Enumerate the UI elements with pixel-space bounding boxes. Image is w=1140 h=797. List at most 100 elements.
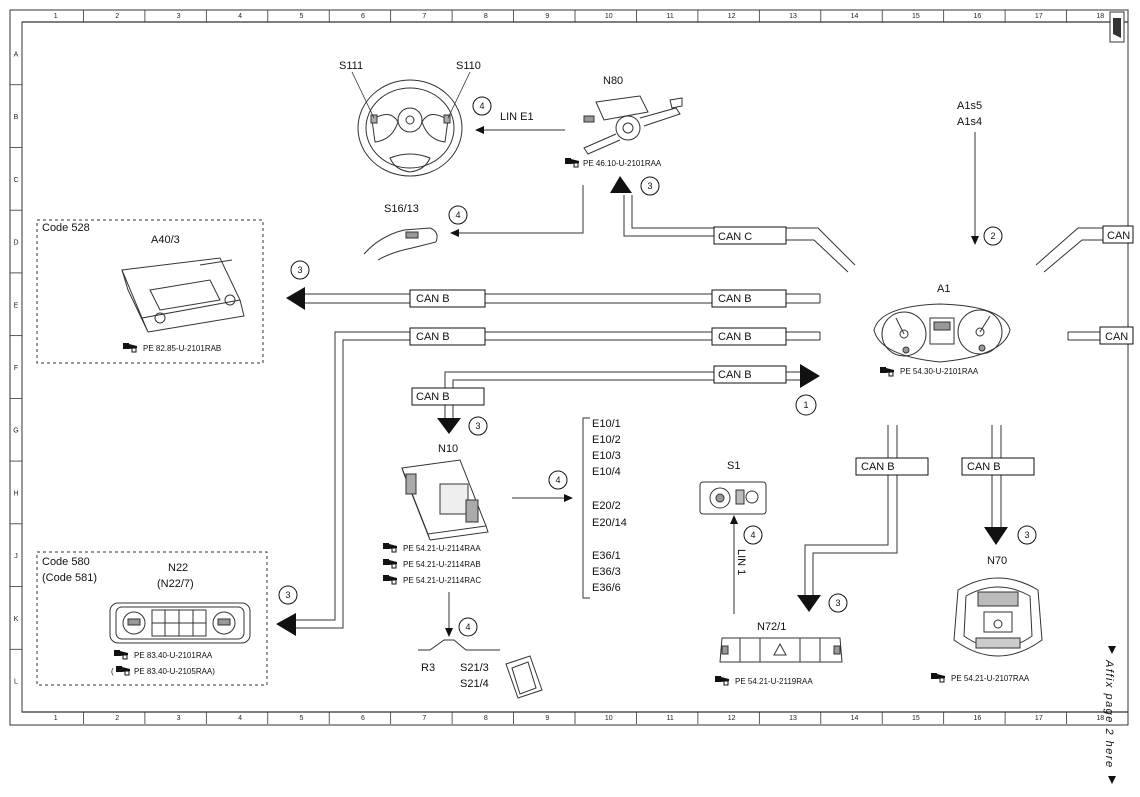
affix-note: Affix page 2 here — [1103, 659, 1115, 769]
ref-icon-n22-1 — [113, 649, 129, 660]
row-letter: G — [13, 428, 18, 435]
row-letter: C — [13, 177, 18, 184]
can-b-label-3: CAN B — [718, 369, 752, 381]
column-number: 4 — [238, 13, 242, 20]
lamp-item: E10/4 — [592, 466, 621, 478]
arrowheads — [276, 126, 1008, 637]
svg-text:1: 1 — [803, 400, 808, 410]
n10-ref-2: PE 54.21-U-2114RAB — [403, 560, 481, 569]
can-label-upper-right: CAN — [1107, 230, 1130, 242]
column-number: 16 — [973, 13, 981, 20]
arrow-to-a1 — [800, 364, 820, 388]
column-number: 9 — [545, 715, 549, 722]
lamp-item: E36/3 — [592, 566, 621, 578]
a1s5-label: A1s5 — [957, 100, 982, 112]
arrow-to-a40 — [286, 287, 305, 310]
column-number: 6 — [361, 13, 365, 20]
n22-climate-control-icon — [109, 602, 251, 644]
svg-text:3: 3 — [647, 181, 652, 191]
svg-text:2: 2 — [990, 231, 995, 241]
can-b-label-1a: CAN B — [416, 293, 450, 305]
column-number: 10 — [605, 13, 613, 20]
arrow-to-n72 — [797, 595, 821, 612]
n22-ref-1: PE 83.40-U-2101RAA — [134, 651, 213, 660]
s111-label: S111 — [339, 60, 363, 72]
n10-ref-1: PE 54.21-U-2114RAA — [403, 544, 481, 553]
column-number: 12 — [728, 715, 736, 722]
svg-text:3: 3 — [475, 421, 480, 431]
svg-text:3: 3 — [285, 590, 290, 600]
column-number: 14 — [851, 715, 859, 722]
n22-code-box — [36, 551, 268, 686]
row-letter: H — [13, 490, 18, 497]
column-number: 2 — [115, 715, 119, 722]
a1s4-label: A1s4 — [957, 116, 982, 128]
lamp-item: E36/1 — [592, 550, 621, 562]
row-letter: F — [14, 365, 18, 372]
can-wires — [296, 195, 1103, 629]
column-number: 14 — [851, 13, 859, 20]
ref-icon-n22-2 — [115, 665, 131, 676]
s21-4-label: S21/4 — [460, 678, 489, 690]
column-number: 5 — [300, 13, 304, 20]
column-number: 3 — [177, 13, 181, 20]
column-number: 13 — [789, 715, 797, 722]
row-letter: L — [14, 679, 18, 686]
arrow-to-n70 — [984, 527, 1008, 545]
column-number: 2 — [115, 13, 119, 20]
n22-code-2: (Code 581) — [42, 572, 97, 584]
can-b-label-n70: CAN B — [967, 461, 1001, 473]
s1-light-switch-icon — [699, 481, 767, 515]
lamp-item: E10/1 — [592, 418, 621, 430]
ref-icon-n10-3 — [382, 574, 398, 585]
wires — [418, 129, 976, 651]
column-number: 12 — [728, 13, 736, 20]
steering-wheel-icon — [357, 79, 463, 177]
r3-label: R3 — [421, 662, 435, 674]
s110-label: S110 — [456, 60, 481, 72]
arrow-to-n80 — [610, 176, 632, 193]
column-number: 9 — [545, 13, 549, 20]
can-label-right: CAN — [1105, 331, 1128, 343]
column-number: 15 — [912, 715, 920, 722]
affix-arrow-bottom — [1108, 776, 1116, 784]
can-b-label-2b: CAN B — [718, 331, 752, 343]
row-letter: E — [14, 302, 19, 309]
row-letter: B — [14, 114, 19, 121]
ref-icon-a1 — [879, 366, 895, 377]
affix-arrow-top — [1108, 646, 1116, 654]
ref-icon-n10-2 — [382, 558, 398, 569]
column-number: 5 — [300, 715, 304, 722]
column-number: 1 — [54, 715, 58, 722]
can-c-label: CAN C — [718, 231, 752, 243]
row-letter: D — [13, 240, 18, 247]
can-b-label-n72: CAN B — [861, 461, 895, 473]
n22-alt-label: (N22/7) — [157, 578, 194, 590]
a40-3-label: A40/3 — [151, 234, 180, 246]
s21-3-label: S21/3 — [460, 662, 489, 674]
lin-1-label: LIN 1 — [735, 549, 747, 575]
n22-ref-2-open: ( — [111, 667, 114, 676]
n80-steering-column-module-icon — [583, 95, 683, 155]
lamp-list: E10/1 E10/2 E10/3 E10/4 E20/2 E20/14 E36… — [592, 418, 627, 594]
row-letter: A — [14, 51, 19, 58]
a40-3-code-label: Code 528 — [42, 222, 90, 234]
column-number: 16 — [973, 715, 981, 722]
svg-text:4: 4 — [465, 622, 470, 632]
n10-sam-module-icon — [401, 459, 489, 541]
ref-icon-n10-1 — [382, 542, 398, 553]
n22-code-1: Code 580 — [42, 556, 90, 568]
can-b-label-1b: CAN B — [718, 293, 752, 305]
n70-overhead-control-panel-icon — [953, 577, 1043, 657]
a40-3-ref: PE 82.85-U-2101RAB — [143, 344, 221, 353]
ref-icon-n72 — [714, 675, 730, 686]
a1-label: A1 — [937, 283, 950, 295]
column-number: 7 — [422, 13, 426, 20]
n22-ref-2: PE 83.40-U-2105RAA) — [134, 667, 215, 676]
column-number: 10 — [605, 715, 613, 722]
ref-icon-n70 — [930, 672, 946, 683]
s21-switch-icon — [505, 655, 543, 699]
svg-text:4: 4 — [479, 101, 484, 111]
